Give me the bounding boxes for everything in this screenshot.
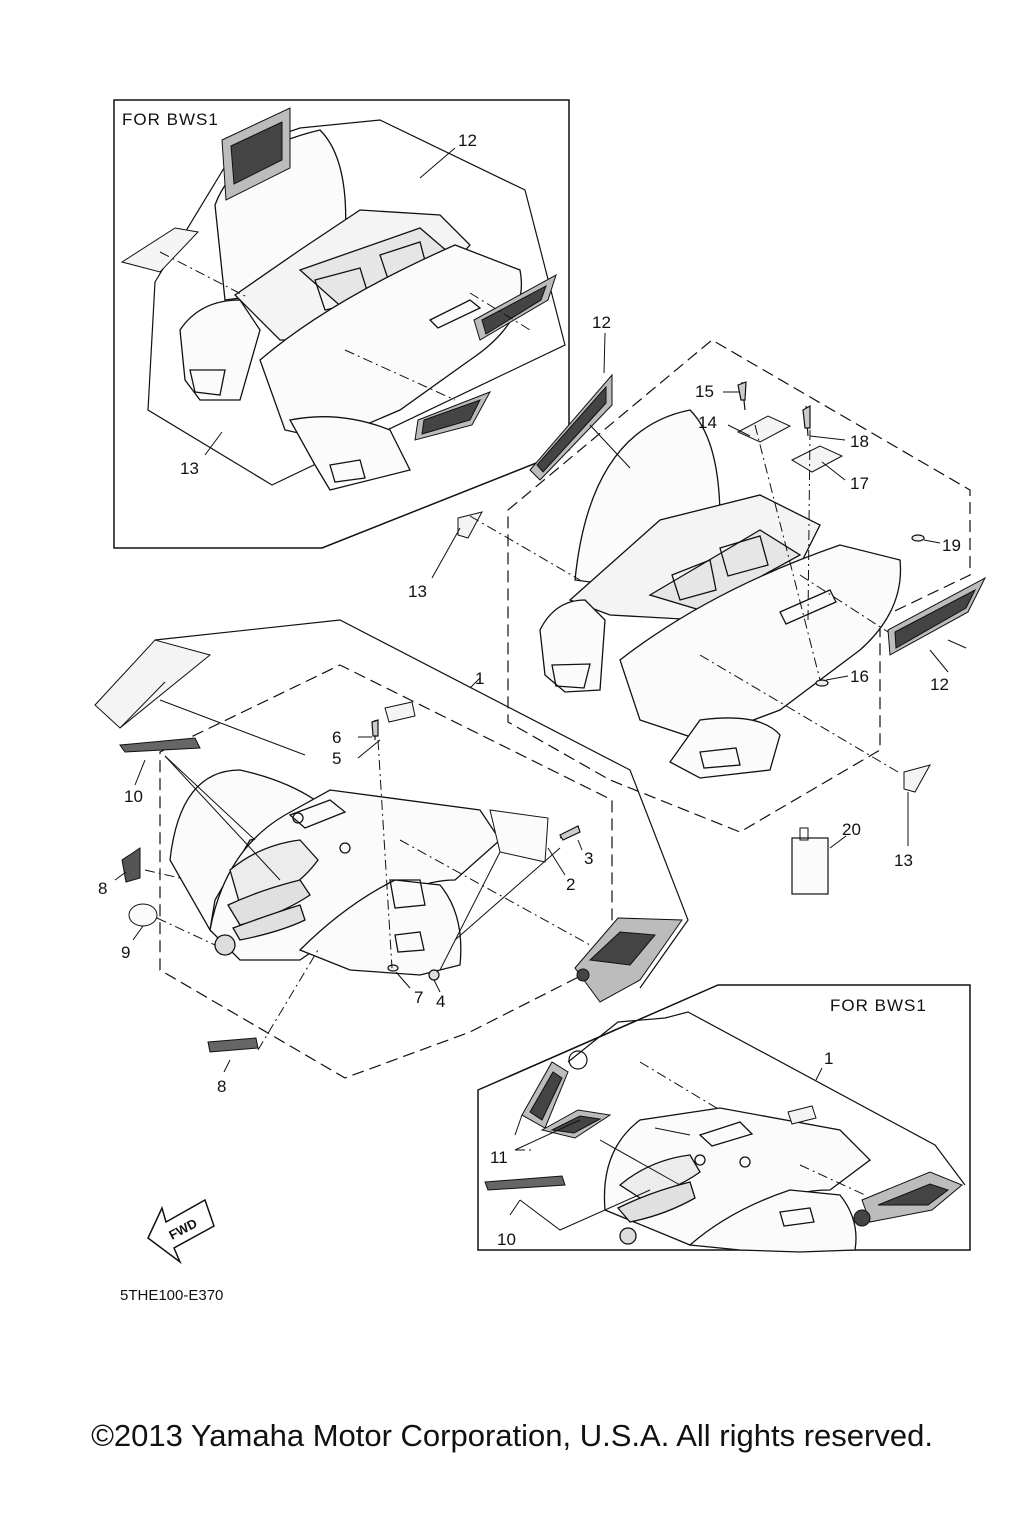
- callout-8-upper: 8: [98, 879, 107, 898]
- callout-13-right: 13: [894, 851, 913, 870]
- rear-fender-leaders: [431, 332, 967, 846]
- inset-bottom-leaders: [509, 1061, 866, 1231]
- callout-10-inset: 10: [497, 1230, 516, 1249]
- callout-19: 19: [942, 536, 961, 555]
- copyright-notice: ©2013 Yamaha Motor Corporation, U.S.A. A…: [91, 1418, 933, 1453]
- callout-6: 6: [332, 728, 341, 747]
- callout-4: 4: [436, 992, 445, 1011]
- callout-18: 18: [850, 432, 869, 451]
- callout-5: 5: [332, 749, 341, 768]
- callout-11: 11: [490, 1148, 508, 1167]
- rear-fender-dashed-boundary: [507, 339, 971, 833]
- callout-10-main: 10: [124, 787, 143, 806]
- inset-bottom-front-fender: FOR BWS1: [477, 984, 971, 1253]
- caution-label-part: 20: [791, 820, 861, 895]
- inset-top-frame: [113, 99, 570, 549]
- inset-top-label: FOR BWS1: [122, 110, 219, 129]
- callout-3: 3: [584, 849, 593, 868]
- parts-diagram: FOR BWS1: [94, 99, 987, 1304]
- callout-15: 15: [695, 382, 714, 401]
- front-fender-assembly: 1 6 5 10 3 2 8 9 7 4 8: [94, 619, 689, 1096]
- front-side-decal-left: [94, 639, 212, 729]
- front-fender-outer-boundary: [154, 619, 689, 989]
- callout-12-upper: 12: [592, 313, 611, 332]
- rear-fender-decals: [457, 373, 987, 793]
- callout-7: 7: [414, 988, 423, 1007]
- rear-fender: [539, 409, 902, 779]
- inset-bottom-frame: [477, 984, 971, 1251]
- callout-17: 17: [850, 474, 869, 493]
- inset-top-leaders: [159, 147, 531, 456]
- diagram-code: 5THE100-E370: [120, 1287, 223, 1304]
- front-fender-leaders: [114, 677, 591, 1073]
- callout-9: 9: [121, 943, 130, 962]
- callout-13-left: 13: [408, 582, 427, 601]
- front-fender-inset: [603, 1107, 871, 1253]
- rear-fender-rivets: [737, 381, 925, 687]
- callout-14: 14: [698, 413, 717, 432]
- forward-direction-marker: FWD: [147, 1198, 215, 1265]
- fwd-arrow-icon: [147, 1198, 215, 1265]
- callout-1-inset: 1: [824, 1049, 833, 1068]
- inset-bottom-assembly-boundary: [567, 1011, 966, 1186]
- front-fender: [169, 769, 501, 976]
- inset-bottom-label: FOR BWS1: [830, 996, 927, 1015]
- rear-fender-inset: [179, 129, 522, 491]
- inset-top-rear-fender: FOR BWS1: [113, 99, 570, 549]
- inset-top-decals: [120, 107, 557, 441]
- front-fender-decals: [119, 701, 683, 1053]
- inset-bottom-decals: [484, 1061, 963, 1227]
- callout-8-lower: 8: [217, 1077, 226, 1096]
- callout-13-inset: 13: [180, 459, 199, 478]
- callout-2: 2: [566, 875, 575, 894]
- callout-1-main: 1: [475, 669, 484, 688]
- callout-16: 16: [850, 667, 869, 686]
- callout-12-inset: 12: [458, 131, 477, 150]
- rear-fender-assembly: 12 15 14 18 17 19 13 16 12 13: [408, 313, 987, 870]
- front-fender-rivets: [371, 719, 581, 981]
- front-fender-dashed-boundary: [159, 664, 613, 1079]
- callout-20: 20: [842, 820, 861, 839]
- callout-12-right: 12: [930, 675, 949, 694]
